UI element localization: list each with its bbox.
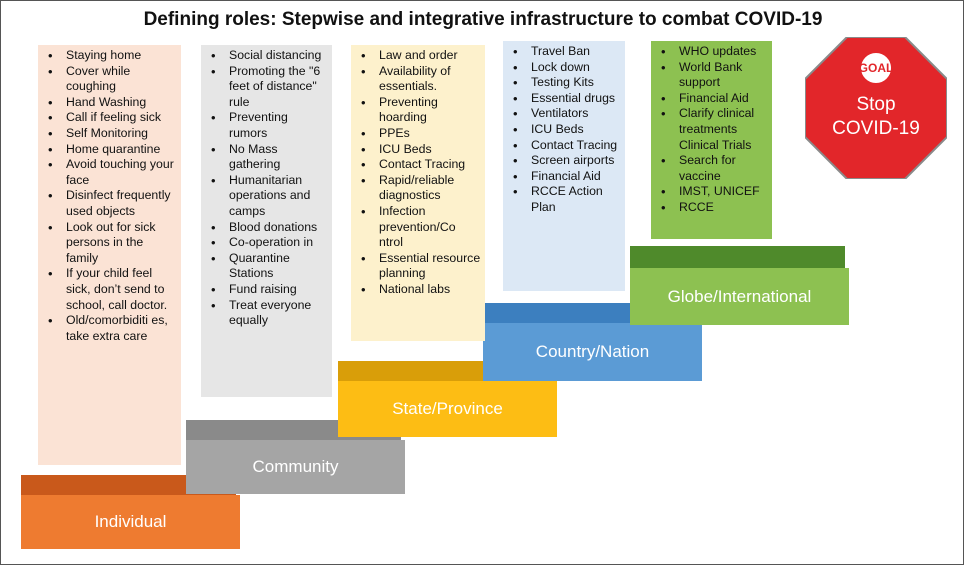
country-list-item: Screen airports [513,153,621,169]
global-list-item: WHO updates [661,44,768,60]
goal-line2: COVID-19 [832,118,920,139]
country-list-item: Lock down [513,60,621,76]
step-global-top [630,246,845,268]
step-state-label: State/Province [338,381,557,437]
individual-list-item: Call if feeling sick [48,110,177,126]
state-list-item: Law and order [361,48,481,64]
individual-list-item: Look out for sick persons in the family [48,220,177,267]
country-list-item: ICU Beds [513,122,621,138]
goal-text: Stop COVID-19 [805,93,947,141]
country-list-item: Ventilators [513,106,621,122]
step-global-label: Globe/International [630,268,849,325]
country-list-item: Essential drugs [513,91,621,107]
stop-sign-icon [805,37,947,179]
step-individual-label: Individual [21,495,240,549]
country-list-item: Financial Aid [513,169,621,185]
community-list-item: Treat everyone equally [211,298,328,329]
community-list-item: Humanitarian operations and camps [211,173,328,220]
goal-stop-sign: GOAL Stop COVID-19 [805,37,947,179]
individual-list-item: Home quarantine [48,142,177,158]
state-list-item: National labs [361,282,481,298]
global-list: WHO updatesWorld Bank supportFinancial A… [651,41,772,239]
state-list-item: Essential resource planning [361,251,481,282]
community-list-item: No Mass gathering [211,142,328,173]
step-individual-top [21,475,236,495]
step-community-label: Community [186,440,405,494]
country-list-item: Testing Kits [513,75,621,91]
goal-line1: Stop [856,94,896,115]
individual-list-item: Cover while coughing [48,64,177,95]
state-list-item: Availability of essentials. [361,64,481,95]
individual-list-item: Hand Washing [48,95,177,111]
community-list-item: Quarantine Stations [211,251,328,282]
community-list-item: Preventing rumors [211,110,328,141]
individual-list-item: Old/comorbiditi es, take extra care [48,313,177,344]
community-list: Social distancingPromoting the "6 feet o… [201,45,332,397]
community-list-item: Promoting the "6 feet of distance" rule [211,64,328,111]
global-list-item: World Bank support [661,60,768,91]
state-list-item: Preventing hoarding [361,95,481,126]
state-list: Law and orderAvailability of essentials.… [351,45,485,341]
global-list-item: Search for vaccine [661,153,768,184]
community-list-item: Co-operation in [211,235,328,251]
country-list-item: Travel Ban [513,44,621,60]
state-list-item: Contact Tracing [361,157,481,173]
community-list-item: Fund raising [211,282,328,298]
individual-list: Staying homeCover while coughingHand Was… [38,45,181,465]
country-list-item: RCCE Action Plan [513,184,621,215]
community-list-item: Blood donations [211,220,328,236]
country-list: Travel BanLock downTesting KitsEssential… [503,41,625,291]
global-list-item: Clarify clinical treatments Clinical Tri… [661,106,768,153]
country-list-item: Contact Tracing [513,138,621,154]
individual-list-item: Staying home [48,48,177,64]
state-list-item: PPEs [361,126,481,142]
state-list-item: ICU Beds [361,142,481,158]
step-country-label: Country/Nation [483,323,702,381]
global-list-item: RCCE [661,200,768,216]
global-list-item: Financial Aid [661,91,768,107]
state-list-item: Infection prevention/Co ntrol [361,204,481,251]
individual-list-item: Avoid touching your face [48,157,177,188]
individual-list-item: Disinfect frequently used objects [48,188,177,219]
individual-list-item: If your child feel sick, don’t send to s… [48,266,177,313]
community-list-item: Social distancing [211,48,328,64]
page-title: Defining roles: Stepwise and integrative… [143,9,823,30]
state-list-item: Rapid/reliable diagnostics [361,173,481,204]
goal-badge: GOAL [859,51,893,85]
global-list-item: IMST, UNICEF [661,184,768,200]
individual-list-item: Self Monitoring [48,126,177,142]
